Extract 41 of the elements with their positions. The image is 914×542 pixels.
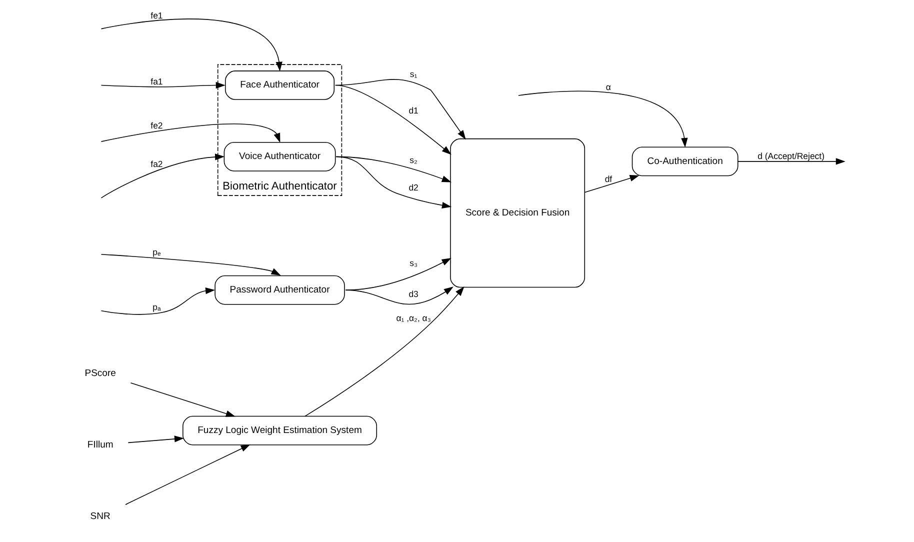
node-text: PScore xyxy=(84,368,116,379)
node-box: Fuzzy Logic Weight Estimation System xyxy=(182,416,377,446)
arrow xyxy=(100,82,225,89)
edge-label: α₁ ,α₂, α₃ xyxy=(396,312,430,323)
edge-label: fa2 xyxy=(150,158,162,169)
node-box: Score & Decision Fusion xyxy=(450,138,585,288)
arrow xyxy=(344,286,453,305)
node-box: Voice Authenticator xyxy=(223,142,336,172)
arrow xyxy=(737,158,845,165)
arrow xyxy=(100,124,280,143)
arrow xyxy=(335,156,452,209)
arrow xyxy=(100,287,215,315)
arrow xyxy=(100,254,280,276)
edge-label: fe2 xyxy=(150,120,162,131)
edge-label: d3 xyxy=(408,289,418,300)
edge-label: df xyxy=(604,174,612,184)
edge-label: d (Accept/Reject) xyxy=(757,150,824,161)
edge-label: fe1 xyxy=(150,10,162,20)
node-box: Co-Authentication xyxy=(631,146,738,176)
arrow xyxy=(124,444,250,505)
edge-label: s₃ xyxy=(409,258,418,268)
edge-label: pₑ xyxy=(152,246,160,257)
edge-label: s₂ xyxy=(409,154,417,165)
edge-label: fa1 xyxy=(150,76,162,86)
node-box: Password Authenticator xyxy=(214,275,344,305)
arrow xyxy=(130,382,235,417)
edge-label: d2 xyxy=(408,182,418,193)
edge-label: s₁ xyxy=(409,69,417,80)
arrow xyxy=(100,154,224,198)
arrow xyxy=(304,286,464,417)
edge-label: pₐ xyxy=(152,302,160,312)
arrow xyxy=(127,436,184,444)
node-text: FIllum xyxy=(86,439,113,450)
arrow xyxy=(584,175,639,193)
edge-label: α xyxy=(605,82,610,92)
arrow xyxy=(518,90,688,148)
arrow xyxy=(100,18,282,72)
arrow xyxy=(334,84,451,155)
edge-label: d1 xyxy=(408,106,418,116)
node-box: Face Authenticator xyxy=(224,70,334,100)
node-text: SNR xyxy=(90,510,110,522)
